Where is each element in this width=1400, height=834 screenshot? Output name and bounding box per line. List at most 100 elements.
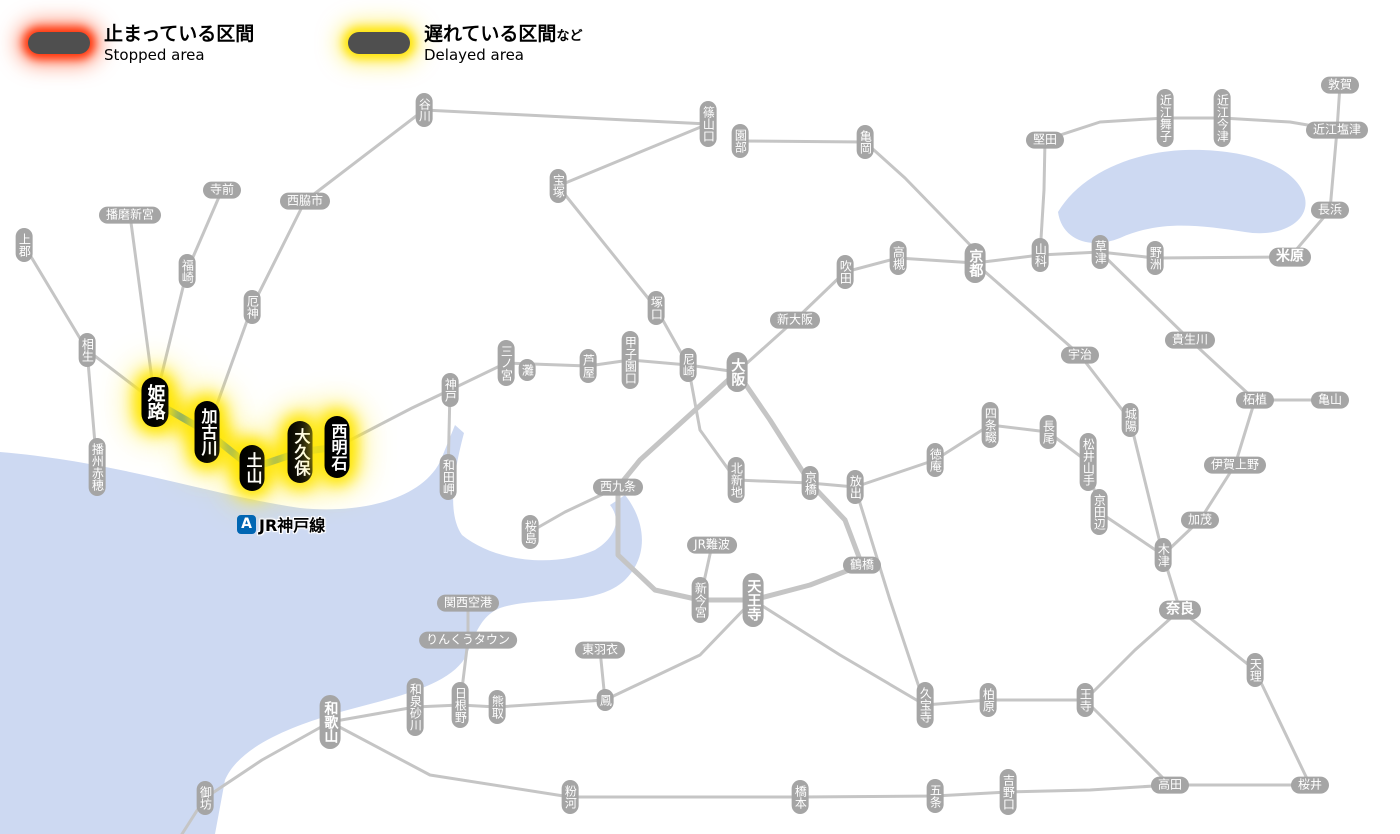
station-pill: 大阪 — [726, 352, 748, 392]
legend-stopped-sublabel: Stopped area — [104, 45, 205, 64]
station-pill: 野洲 — [1146, 241, 1164, 275]
station-pill: 加茂 — [1180, 511, 1220, 529]
station-pill: 長尾 — [1039, 415, 1057, 449]
station-pill: 加古川 — [194, 401, 220, 463]
station-pill: 五条 — [926, 779, 944, 813]
station-pill: 和歌山 — [319, 695, 341, 749]
station-pill: 高槻 — [889, 241, 907, 275]
legend-delayed-sublabel: Delayed area — [424, 45, 524, 64]
station-pill: 御坊 — [196, 781, 214, 815]
station-pill: 山科 — [1031, 238, 1049, 272]
station-pill: 甲子園口 — [621, 331, 639, 389]
station-pill: 土山 — [239, 445, 265, 491]
station-pill: 京橋 — [801, 466, 819, 500]
station-pill: 放出 — [846, 470, 864, 504]
station-pill: 宝塚 — [549, 169, 567, 203]
station-pill: 播州赤穂 — [88, 438, 106, 496]
station-pill: 日根野 — [451, 682, 469, 728]
station-pill: 米原 — [1269, 247, 1311, 267]
station-pill: 亀岡 — [856, 125, 874, 159]
station-pill: 神戸 — [441, 373, 459, 407]
station-pill: 京都 — [964, 243, 986, 283]
station-pill: 近江塩津 — [1305, 121, 1369, 139]
station-pill: 伊賀上野 — [1203, 456, 1267, 474]
station-pill: 姫路 — [141, 377, 169, 427]
station-pill: 熊取 — [488, 690, 506, 724]
station-pill: 貴生川 — [1164, 331, 1216, 349]
station-pill: 城陽 — [1121, 403, 1139, 437]
rail-line-biwako-hokuriku — [973, 83, 1342, 265]
station-pill: 宇治 — [1060, 346, 1100, 364]
station-pill: 久宝寺 — [916, 682, 934, 728]
sea-shape — [0, 425, 642, 834]
station-pill: 橋本 — [791, 780, 809, 814]
station-pill: 松井山手 — [1079, 433, 1097, 491]
delayed-area-pill-icon — [348, 32, 410, 54]
station-pill: 上郡 — [15, 228, 33, 262]
station-pill: 堅田 — [1025, 131, 1065, 149]
station-pill: 四条畷 — [981, 402, 999, 448]
station-pill: 芦屋 — [579, 349, 597, 383]
station-pill: 柏原 — [979, 683, 997, 717]
station-pill: 草津 — [1091, 235, 1109, 269]
rail-line-kosei — [1038, 116, 1339, 257]
station-pill: 柘植 — [1235, 391, 1275, 409]
station-pill: 東羽衣 — [574, 641, 626, 659]
station-pill: 近江今津 — [1213, 89, 1231, 147]
rail-line-kansai-west — [1161, 398, 1257, 557]
station-pill: 三ノ宮 — [497, 340, 515, 386]
station-pill: 相生 — [78, 333, 96, 367]
station-pill: 新大阪 — [769, 311, 821, 329]
station-pill: 徳庵 — [926, 443, 944, 477]
station-pill: 王寺 — [1076, 683, 1094, 717]
station-pill: 粉河 — [561, 780, 579, 814]
station-pill: 和泉砂川 — [406, 678, 424, 736]
station-pill: 木津 — [1154, 538, 1172, 572]
rail-line-kakogawa — [205, 108, 426, 434]
station-pill: 鶴橋 — [842, 556, 882, 574]
line-symbol-a-icon: A — [237, 514, 256, 534]
station-pill: 高田 — [1150, 776, 1190, 794]
station-pill: 西脇市 — [279, 192, 331, 210]
station-pill: 鳳 — [596, 689, 614, 711]
station-pill: 尼崎 — [679, 348, 697, 382]
rail-line-sanin — [738, 139, 977, 252]
station-pill: 灘 — [518, 359, 536, 381]
legend-stopped: 止まっている区間 Stopped area — [28, 23, 254, 64]
rail-line-sakurai-line — [1168, 608, 1312, 787]
rail-line-kishin — [128, 213, 157, 404]
station-pill: 厄神 — [243, 290, 261, 324]
rail-line-bantan — [153, 188, 224, 404]
rail-line-kinokuni — [180, 720, 332, 834]
legend-delayed: 遅れている区間など Delayed area — [348, 23, 583, 64]
station-pill: 亀山 — [1310, 391, 1350, 409]
rail-line-yamatoji — [751, 598, 1182, 707]
legend-delayed-label: 遅れている区間など — [424, 23, 583, 45]
station-pill: 桜井 — [1290, 776, 1330, 794]
station-pill: りんくうタウン — [419, 631, 517, 649]
station-pill: 吉野口 — [999, 769, 1017, 815]
station-pill: 西明石 — [324, 416, 350, 478]
station-pill: 長浜 — [1310, 201, 1350, 219]
station-pill: 桜島 — [521, 515, 539, 549]
rail-line-tozai — [686, 363, 812, 485]
station-pill: 大久保 — [287, 421, 313, 483]
stopped-area-pill-icon — [28, 32, 90, 54]
station-pill: 敦賀 — [1320, 76, 1360, 94]
rail-line-kusatsu — [1098, 250, 1257, 402]
station-pill: 寺前 — [202, 181, 242, 199]
line-badge-jr-kobe: A JR神戸線 — [237, 512, 325, 536]
station-pill: 播磨新宮 — [98, 206, 162, 224]
legend-delayed-suffix: など — [556, 29, 583, 44]
station-pill: 吹田 — [836, 255, 854, 289]
station-pill: JR難波 — [687, 536, 737, 554]
rail-line-kobe-gray — [335, 358, 739, 449]
rail-line-fukuchiyama — [422, 108, 710, 367]
rail-line-nara-line — [973, 261, 1165, 557]
station-pill: 福崎 — [178, 254, 196, 288]
station-pill: 和田岬 — [439, 454, 457, 500]
station-pill: 西九条 — [592, 478, 644, 496]
station-pill: 関西空港 — [436, 594, 500, 612]
station-pill: 谷川 — [415, 93, 433, 127]
